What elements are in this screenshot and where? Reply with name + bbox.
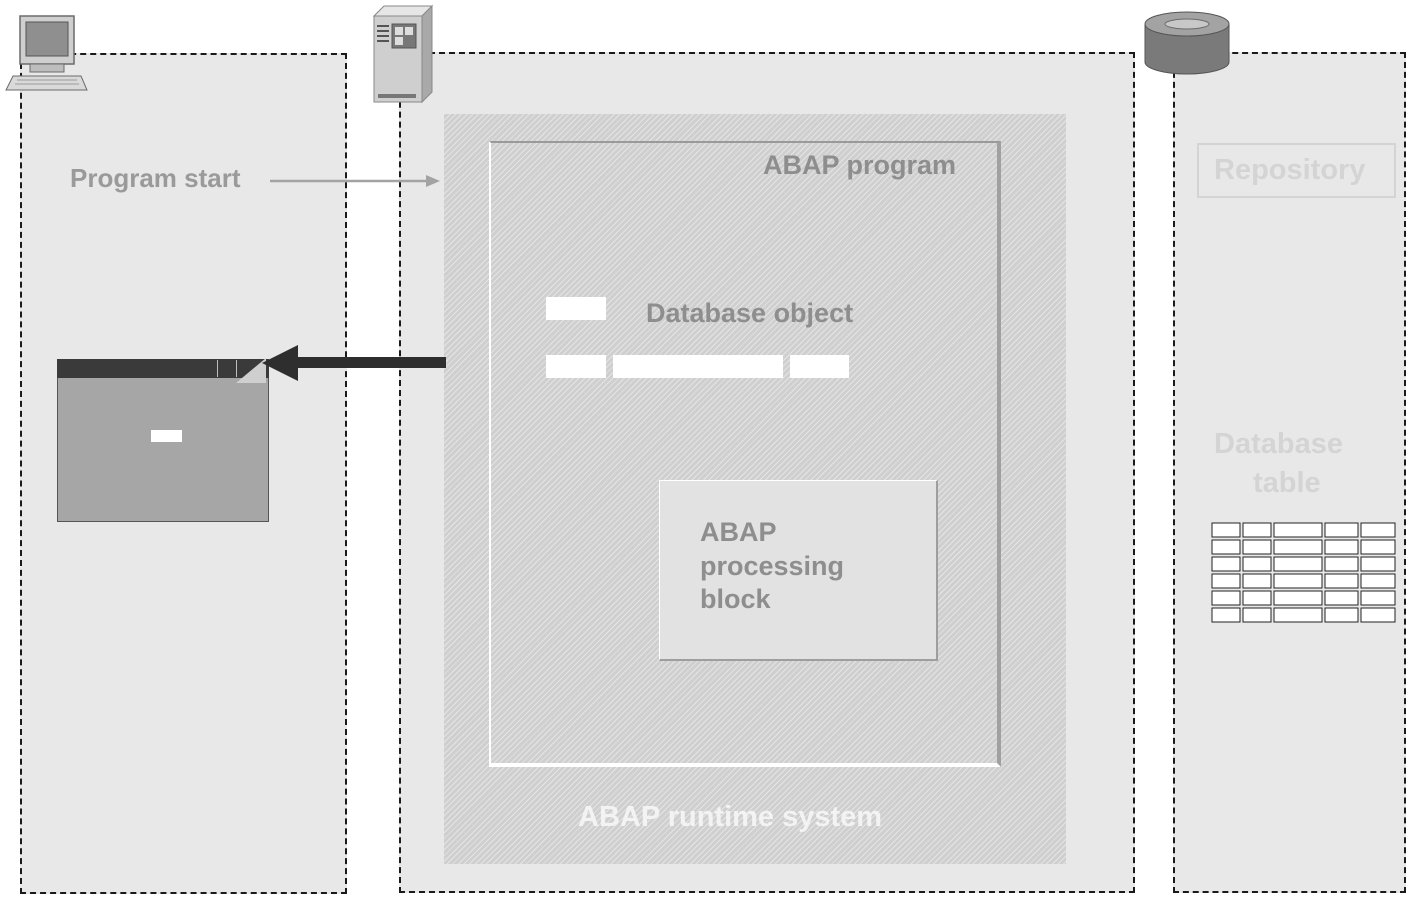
processing-block-line-3: block xyxy=(700,584,771,614)
computer-icon xyxy=(5,15,88,91)
screen-title-bar xyxy=(57,359,269,378)
database-table-label-line-1: Database xyxy=(1214,428,1343,460)
server-icon xyxy=(372,4,434,104)
table-grid-icon xyxy=(1211,522,1396,623)
repository-label: Repository xyxy=(1214,154,1366,186)
program-start-arrow xyxy=(270,175,440,187)
processing-block-line-1: ABAP xyxy=(700,517,777,547)
abap-processing-block xyxy=(659,480,938,661)
database-table-label-line-2: table xyxy=(1253,467,1321,499)
screen-field xyxy=(151,430,182,442)
processing-block-line-2: processing xyxy=(700,551,845,581)
abap-program-label: ABAP program xyxy=(763,150,957,180)
abap-program-box xyxy=(489,141,1001,767)
database-object-field-3 xyxy=(790,355,849,378)
abap-runtime-system-label: ABAP runtime system xyxy=(578,801,883,833)
database-tier xyxy=(1173,52,1406,893)
database-object-label: Database object xyxy=(646,298,854,328)
database-object-field-2 xyxy=(613,355,783,378)
screen-output-arrow xyxy=(236,345,446,383)
screen-title-button-1 xyxy=(217,360,218,377)
program-start-label: Program start xyxy=(70,163,241,193)
screen-title-button-2 xyxy=(236,360,237,377)
database-object-field-1 xyxy=(546,355,606,378)
repository-box xyxy=(1197,143,1396,198)
database-cylinder-icon xyxy=(1144,11,1230,75)
database-object-header-bar xyxy=(546,297,606,320)
